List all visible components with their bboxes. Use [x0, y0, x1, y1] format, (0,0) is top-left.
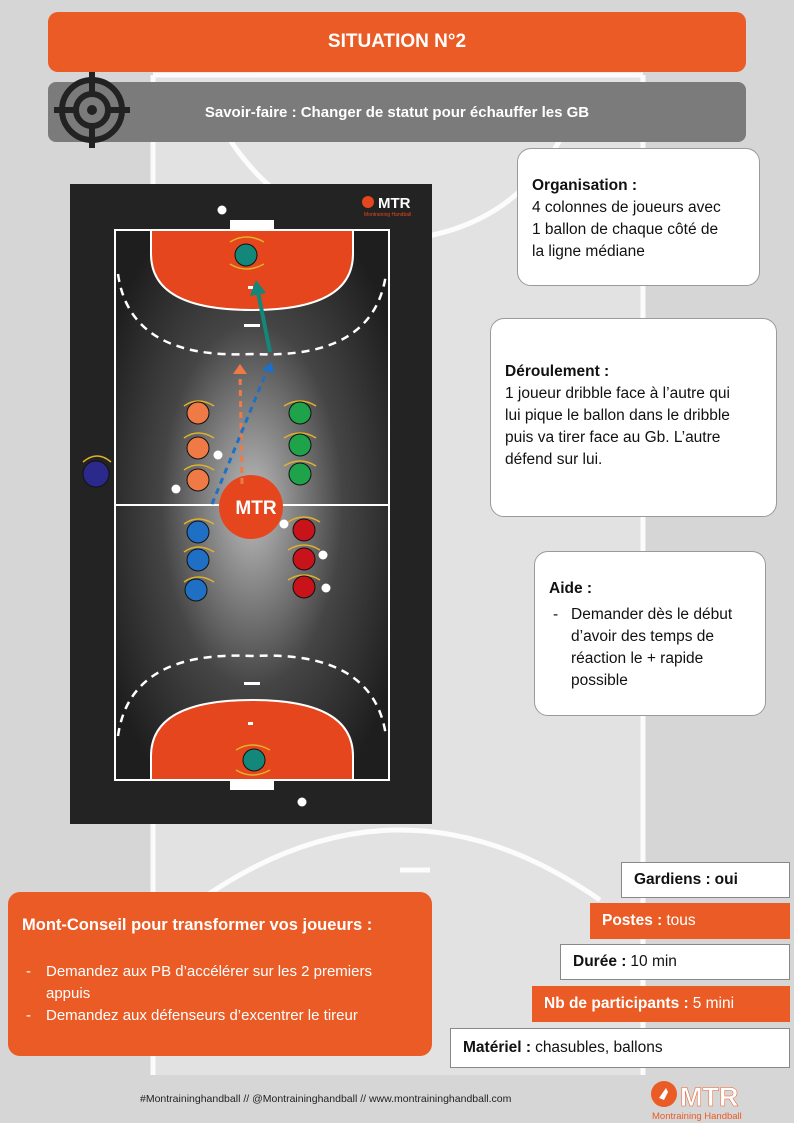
- blue-players: [183, 518, 215, 602]
- deroulement-line: puis va tirer face au Gb. L’autre: [505, 429, 721, 446]
- bottom-goal-area: [150, 698, 354, 781]
- center-logo-text: MTR: [235, 498, 276, 519]
- organisation-heading: Organisation :: [532, 177, 638, 194]
- duree-value: 10 min: [630, 953, 677, 970]
- organisation-line: la ligne médiane: [532, 243, 645, 260]
- aide-heading: Aide :: [549, 580, 593, 597]
- footer-logo: MTR Montraining Handball: [651, 1081, 742, 1122]
- postes-label: Postes :: [602, 912, 663, 929]
- participants-label: Nb de participants :: [544, 995, 689, 1012]
- court-logo-sub: Montraining Handball: [364, 212, 411, 218]
- gardiens-info: Gardiens : oui: [621, 862, 790, 898]
- duree-label: Durée :: [573, 953, 627, 970]
- organisation-line: 4 colonnes de joueurs avec: [532, 199, 721, 216]
- aide-item: Demander dès le début d’avoir des temps …: [553, 604, 751, 692]
- gardiens-label: Gardiens :: [634, 871, 711, 888]
- goalkeeper-top: [229, 236, 265, 270]
- gardiens-value: oui: [714, 871, 738, 888]
- court-logo-text: MTR: [378, 195, 411, 212]
- participants-value: 5 mini: [692, 995, 735, 1012]
- postes-info: Postes : tous: [590, 903, 790, 939]
- postes-value: tous: [666, 912, 696, 929]
- advice-item: Demandez aux défenseurs d’excentrer le t…: [26, 1005, 418, 1027]
- aide-card: Aide : Demander dès le début d’avoir des…: [534, 551, 766, 716]
- court-diagram: MTR MTR Montraining Handball: [70, 184, 432, 824]
- materiel-info: Matériel : chasubles, ballons: [450, 1028, 790, 1068]
- top-goal-area: [150, 229, 354, 312]
- goalkeeper-bottom: [235, 744, 271, 776]
- footer-logo-text: MTR: [680, 1082, 738, 1112]
- skill-banner: Savoir-faire : Changer de statut pour éc…: [48, 82, 746, 142]
- organisation-card: Organisation : 4 colonnes de joueurs ave…: [517, 148, 760, 286]
- deroulement-line: lui pique le ballon dans le dribble: [505, 407, 730, 424]
- participants-info: Nb de participants : 5 mini: [532, 986, 790, 1022]
- materiel-value: chasubles, ballons: [535, 1039, 663, 1056]
- advice-heading: Mont-Conseil pour transformer vos joueur…: [22, 916, 373, 934]
- organisation-line: 1 ballon de chaque côté de: [532, 221, 719, 238]
- deroulement-heading: Déroulement :: [505, 363, 610, 380]
- orange-players: [171, 400, 223, 494]
- center-logo-circle: [219, 475, 283, 539]
- materiel-label: Matériel :: [463, 1039, 532, 1056]
- target-icon: [54, 72, 130, 148]
- duree-info: Durée : 10 min: [560, 944, 790, 980]
- outside-player: [82, 455, 112, 488]
- deroulement-line: défend sur lui.: [505, 451, 603, 468]
- deroulement-card: Déroulement : 1 joueur dribble face à l’…: [490, 318, 777, 517]
- advice-item: Demandez aux PB d’accélérer sur les 2 pr…: [26, 961, 418, 1005]
- footer-text: #Montraininghandball // @Montraininghand…: [140, 1093, 512, 1105]
- deroulement-line: 1 joueur dribble face à l’autre qui: [505, 385, 730, 402]
- skill-text: Savoir-faire : Changer de statut pour éc…: [204, 103, 590, 121]
- page-title: SITUATION N°2: [48, 12, 746, 72]
- footer-logo-sub: Montraining Handball: [652, 1111, 742, 1122]
- advice-box: Mont-Conseil pour transformer vos joueur…: [8, 892, 432, 1056]
- green-players: [283, 400, 317, 486]
- red-players: [279, 516, 331, 599]
